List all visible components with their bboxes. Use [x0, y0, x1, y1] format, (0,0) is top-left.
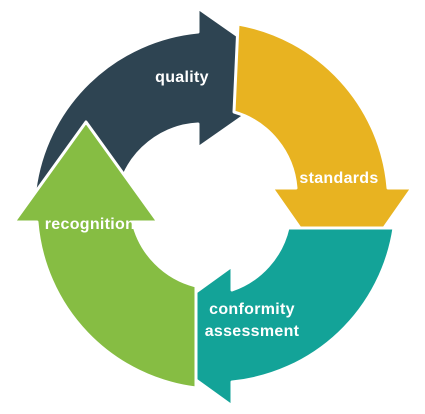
quality-label: quality — [155, 69, 209, 86]
conformity-assessment-arrow — [133, 226, 396, 408]
standards-arrow — [232, 22, 414, 290]
recognition-label: recognition — [45, 216, 135, 233]
standards-label: standards — [299, 170, 378, 187]
assessment-label: assessment — [205, 323, 300, 340]
recognition-arrow — [12, 120, 198, 390]
conformity-label: conformity — [209, 301, 295, 318]
